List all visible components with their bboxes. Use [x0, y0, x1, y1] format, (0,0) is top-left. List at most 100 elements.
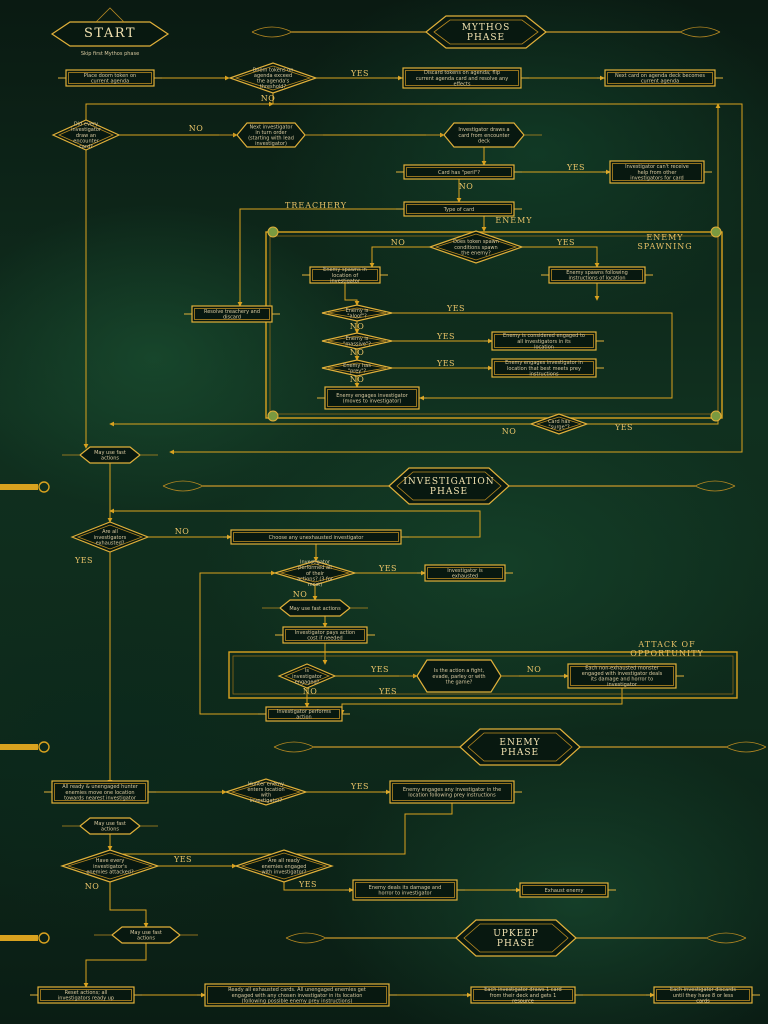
- edge-label-yes-16: YES: [74, 556, 93, 565]
- edge-bar-scroll-1: [38, 741, 50, 753]
- attack-of-opportunity-frame: [228, 651, 738, 699]
- enemy-massive-text: Enemy is"massive"?: [343, 336, 371, 348]
- edge-label-no-1: NO: [261, 94, 276, 103]
- frame-rivet-3: [710, 410, 722, 422]
- connector-46: [109, 882, 149, 928]
- edge-label-no-18: NO: [293, 590, 308, 599]
- edge-bar-2: [0, 935, 38, 941]
- start-title: START: [84, 26, 136, 41]
- card-surge-node: Card has"surge"?: [529, 413, 589, 435]
- card-peril-text: Card has "peril"?: [438, 170, 480, 176]
- enemy-engages-node: Enemy engages investigator(moves to inve…: [317, 386, 427, 410]
- type-of-card-node: Type of card: [396, 201, 522, 217]
- edge-bar-scroll-0: [38, 481, 50, 493]
- connector-13: [369, 246, 430, 268]
- choose-investigator-text: Choose any unexhausted investigator: [269, 535, 365, 541]
- enemy-section-frame-inner: [269, 235, 719, 415]
- ready-cards-text: Ready all exhausted cards. All unengaged…: [228, 987, 366, 1004]
- edge-label-yes-19: YES: [370, 665, 389, 674]
- edge-label-yes-25: YES: [298, 880, 317, 889]
- attack-of-opportunity-frame-inner: [232, 655, 734, 695]
- frame-rivet-2: [267, 410, 279, 422]
- connector-24: [587, 103, 721, 425]
- action-check-node: Is the action a fight,evade, parley or w…: [399, 659, 519, 693]
- edge-label-yes-22: YES: [378, 687, 397, 696]
- enemy-engages-text: Enemy engages investigator(moves to inve…: [336, 393, 409, 405]
- action-check-text: Is the action a fight,evade, parley or w…: [432, 668, 485, 685]
- edge-label-yes-0: YES: [350, 69, 369, 78]
- connector-47: [83, 943, 147, 988]
- card-peril-node: Card has "peril"?: [396, 164, 522, 180]
- connector-41: [109, 803, 453, 857]
- section-label-treachery: TREACHERY: [285, 201, 347, 210]
- ready-cards-node: Ready all exhausted cards. All unengaged…: [197, 983, 397, 1007]
- type-of-card-text: Type of card: [443, 207, 474, 213]
- edge-label-yes-17: YES: [378, 564, 397, 573]
- edge-label-no-4: NO: [459, 182, 474, 191]
- connector-17: [392, 312, 673, 401]
- edge-bar-scroll-2: [38, 932, 50, 944]
- card-surge-text: Card has"surge"?: [548, 419, 571, 431]
- connector-36: [199, 570, 276, 715]
- edge-label-yes-6: YES: [556, 238, 575, 247]
- edge-label-no-15: NO: [175, 527, 190, 536]
- edge-label-no-8: NO: [350, 322, 365, 331]
- connector-27: [109, 508, 481, 538]
- edge-label-yes-14: YES: [614, 423, 633, 432]
- edge-label-yes-7: YES: [446, 304, 465, 313]
- edge-label-no-2: NO: [189, 124, 204, 133]
- frame-rivet-1: [710, 226, 722, 238]
- enemy-massive-node: Enemy is"massive"?: [321, 332, 393, 350]
- connector-3: [169, 93, 743, 455]
- edge-label-no-26: NO: [85, 882, 100, 891]
